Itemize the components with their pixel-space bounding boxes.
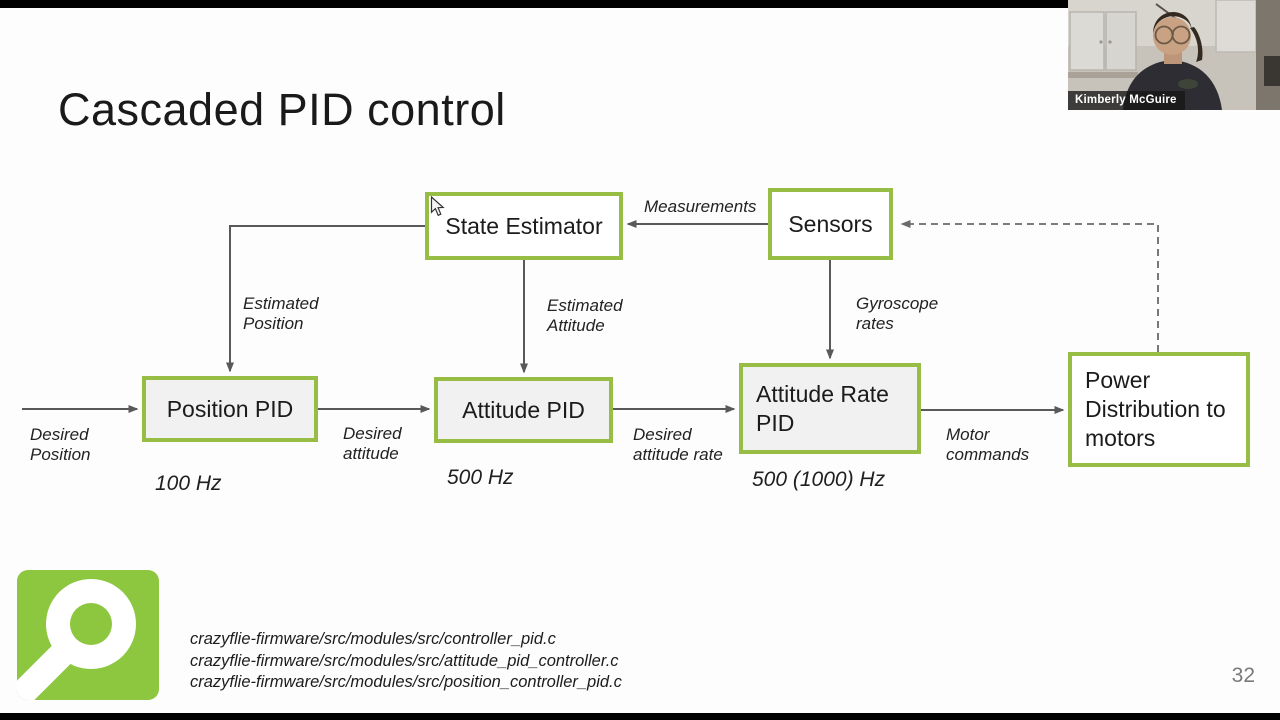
source-path-line: crazyflie-firmware/src/modules/src/posit… [190, 673, 622, 691]
desired-attitude-label: Desired attitude [343, 424, 402, 463]
power-distribution-box: Power Distribution to motors [1068, 352, 1250, 467]
presentation-slide: Cascaded PID control State Estimator Sen… [0, 8, 1280, 713]
attitude-rate-pid-rate-label: 500 (1000) Hz [752, 468, 886, 491]
gyroscope-rates-label: Gyroscope rates [856, 294, 939, 333]
estimated-attitude-label: Estimated Attitude [547, 296, 623, 335]
attitude-rate-pid-box: Attitude Rate PID [739, 363, 921, 454]
source-file-paths: crazyflie-firmware/src/modules/src/contr… [190, 629, 622, 694]
webcam-name-tag: Kimberly McGuire [1068, 91, 1185, 110]
attitude-pid-box: Attitude PID [434, 377, 613, 443]
desired-position-label: Desired Position [30, 425, 91, 464]
position-pid-rate-label: 100 Hz [155, 472, 222, 495]
state-estimator-box: State Estimator [425, 192, 623, 260]
position-pid-label: Position PID [166, 395, 294, 422]
desired-attitude-rate-label: Desired attitude rate [633, 425, 723, 464]
estimated-position-label: Estimated Position [243, 294, 319, 333]
slide-page-number: 32 [1231, 664, 1255, 687]
source-path-line: crazyflie-firmware/src/modules/src/attit… [190, 651, 619, 670]
sensors-box: Sensors [768, 188, 893, 260]
motor-commands-label: Motor commands [946, 425, 1030, 464]
attitude-pid-rate-label: 500 Hz [447, 466, 514, 489]
position-pid-box: Position PID [142, 376, 318, 442]
power-distribution-label: Power Distribution to motors [1085, 367, 1226, 451]
letterbox-bottom [0, 713, 1280, 720]
bitcraze-magnifier-logo [17, 570, 159, 700]
letterbox-top [0, 0, 1280, 8]
dashed-feedback-line [900, 220, 1159, 352]
mouse-cursor-icon [430, 196, 445, 217]
attitude-pid-label: Attitude PID [462, 396, 585, 423]
webcam-video: Kimberly McGuire [1068, 0, 1280, 110]
source-path-line: crazyflie-firmware/src/modules/src/contr… [190, 630, 556, 648]
sensors-label: Sensors [788, 210, 873, 237]
attitude-rate-pid-label: Attitude Rate PID [756, 380, 889, 436]
state-estimator-label: State Estimator [445, 212, 603, 239]
measurements-label: Measurements [644, 197, 757, 216]
slide-title: Cascaded PID control [58, 84, 506, 135]
